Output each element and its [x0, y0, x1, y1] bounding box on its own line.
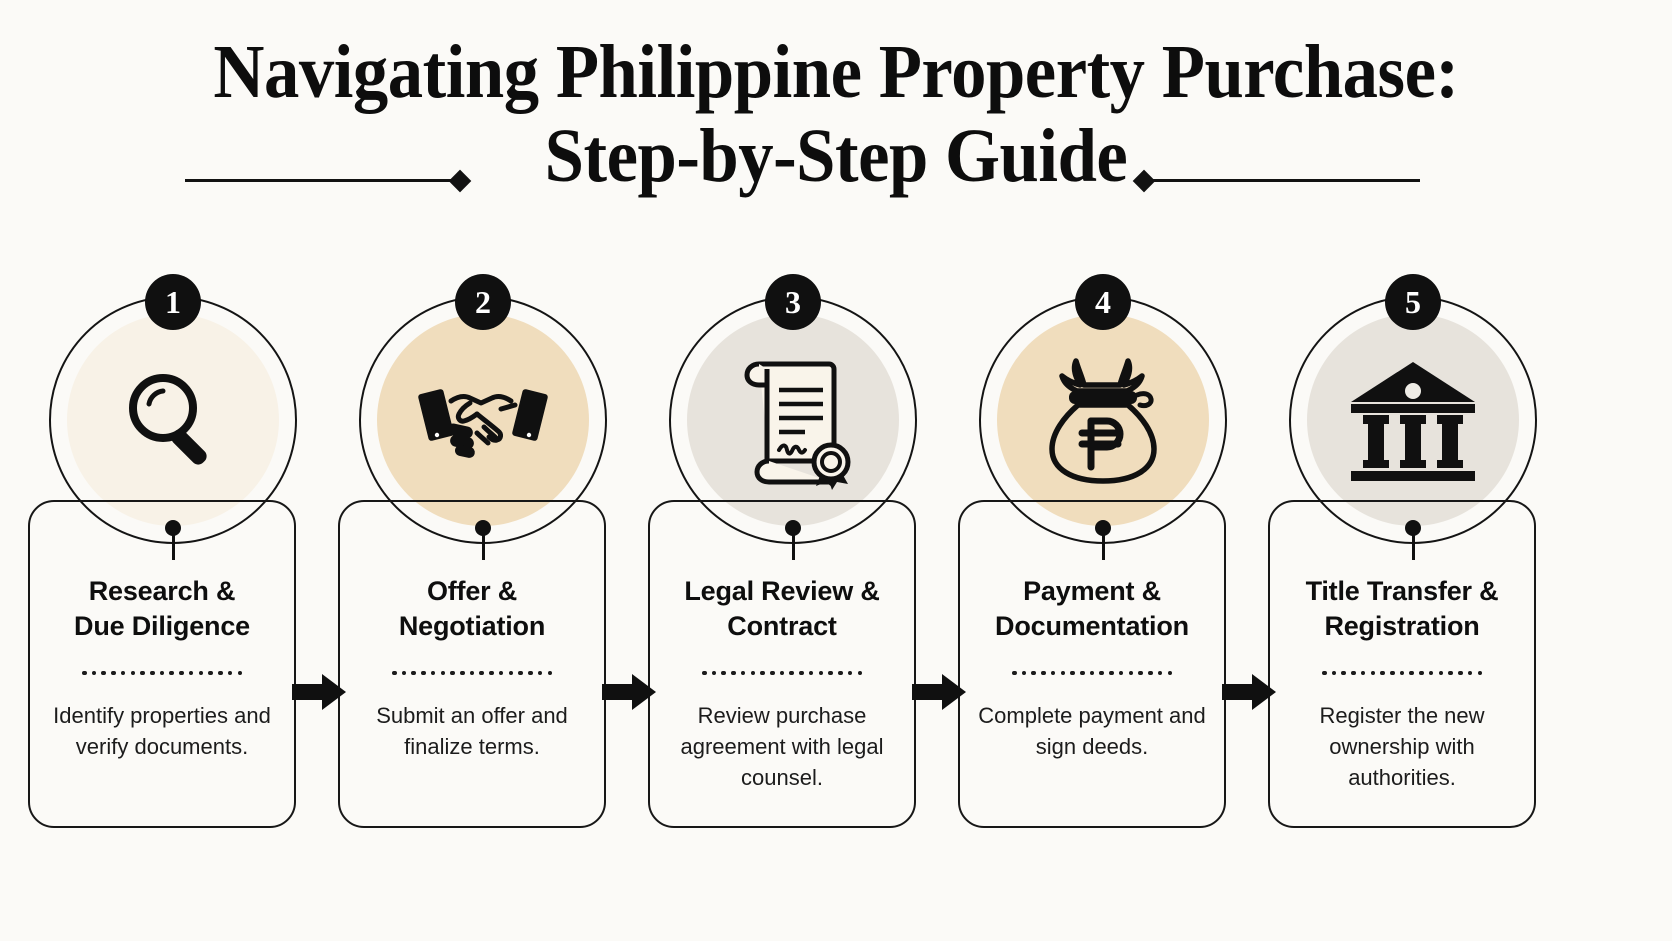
step-2-connector-stem	[482, 534, 485, 560]
step-3-description: Review purchase agreement with legal cou…	[680, 703, 884, 791]
step-5-connector-dot	[1405, 520, 1421, 536]
step-4-title-line-2: Documentation	[995, 610, 1189, 641]
step-3-title-line-2: Contract	[727, 610, 837, 641]
step-1-card[interactable]: Research & Due Diligence Identify proper…	[28, 500, 296, 828]
divider-line-right	[1148, 179, 1420, 182]
step-1-connector	[163, 520, 183, 564]
step-3-connector-dot	[785, 520, 801, 536]
step-5-description: Register the new ownership with authorit…	[1319, 703, 1485, 791]
step-3-number-badge: 3	[765, 274, 821, 330]
step-2-connector	[473, 520, 493, 564]
step-4-number-badge: 4	[1075, 274, 1131, 330]
step-1-number-badge: 1	[145, 274, 201, 330]
step-4-connector-dot	[1095, 520, 1111, 536]
steps-row: 1 Research & Due Diligence Identify prop…	[0, 272, 1672, 892]
page-title: Navigating Philippine Property Purchase:…	[0, 34, 1672, 194]
contract-scroll-seal-icon	[669, 296, 917, 544]
step-5-connector	[1403, 520, 1423, 564]
step-1-title: Research & Due Diligence	[44, 574, 280, 643]
step-5-dot-divider	[1322, 670, 1482, 676]
step-4[interactable]: 4 Payment & Documentation Complete payme…	[958, 272, 1248, 892]
step-1-icon-circle: 1	[49, 274, 297, 544]
step-2-description: Submit an offer and finalize terms.	[376, 703, 568, 760]
step-3-connector-stem	[792, 534, 795, 560]
page-title-line-1: Navigating Philippine Property Purchase:	[213, 30, 1459, 114]
page-title-line-2: Step-by-Step Guide	[544, 114, 1128, 198]
step-5-title: Title Transfer & Registration	[1284, 574, 1520, 643]
step-2-icon-circle: 2	[359, 274, 607, 544]
step-4-connector-stem	[1102, 534, 1105, 560]
bank-building-icon	[1289, 296, 1537, 544]
magnifying-glass-icon	[49, 296, 297, 544]
step-2-title-line-2: Negotiation	[398, 610, 546, 641]
step-2[interactable]: 2 Offer & Negotiation Submit an offer an…	[338, 272, 628, 892]
step-2-title: Offer & Negotiation	[354, 574, 590, 643]
step-2-number-badge: 2	[455, 274, 511, 330]
step-5[interactable]: 5 Title Transfer & Registration Register…	[1268, 272, 1558, 892]
step-5-title-line-1: Title Transfer &	[1305, 576, 1499, 606]
step-3-title-line-1: Legal Review &	[684, 576, 880, 606]
step-4-title: Payment & Documentation	[974, 574, 1210, 643]
step-1-connector-dot	[165, 520, 181, 536]
step-3-card[interactable]: Legal Review & Contract Review purchase …	[648, 500, 916, 828]
step-2-card[interactable]: Offer & Negotiation Submit an offer and …	[338, 500, 606, 828]
divider-line-left	[185, 179, 457, 182]
step-4-dot-divider	[1012, 670, 1172, 676]
step-3-connector	[783, 520, 803, 564]
arrow-step3-to-step4	[912, 670, 966, 714]
step-4-card[interactable]: Payment & Documentation Complete payment…	[958, 500, 1226, 828]
step-5-number-badge: 5	[1385, 274, 1441, 330]
step-2-connector-dot	[475, 520, 491, 536]
step-1-dot-divider	[82, 670, 242, 676]
step-3-dot-divider	[702, 670, 862, 676]
step-1-title-line-1: Research &	[88, 576, 236, 606]
step-2-dot-divider	[392, 670, 552, 676]
step-5-connector-stem	[1412, 534, 1415, 560]
step-5-card[interactable]: Title Transfer & Registration Register t…	[1268, 500, 1536, 828]
arrow-step1-to-step2	[292, 670, 346, 714]
step-3-title: Legal Review & Contract	[664, 574, 900, 643]
step-5-title-line-2: Registration	[1324, 610, 1480, 641]
step-4-connector	[1093, 520, 1113, 564]
arrow-step4-to-step5	[1222, 670, 1276, 714]
step-3-icon-circle: 3	[669, 274, 917, 544]
step-1[interactable]: 1 Research & Due Diligence Identify prop…	[28, 272, 318, 892]
arrow-step2-to-step3	[602, 670, 656, 714]
step-2-title-line-1: Offer &	[426, 576, 518, 606]
step-1-title-line-2: Due Diligence	[74, 610, 250, 641]
title-divider	[0, 168, 1672, 193]
step-4-description: Complete payment and sign deeds.	[978, 703, 1206, 760]
step-1-description: Identify properties and verify documents…	[53, 703, 271, 760]
diamond-ornament-left-icon	[448, 169, 472, 193]
money-bag-peso-icon	[979, 296, 1227, 544]
step-3[interactable]: 3 Legal Review & Contract Review purchas…	[648, 272, 938, 892]
step-1-connector-stem	[172, 534, 175, 560]
handshake-icon	[359, 296, 607, 544]
step-4-title-line-1: Payment &	[1023, 576, 1161, 606]
